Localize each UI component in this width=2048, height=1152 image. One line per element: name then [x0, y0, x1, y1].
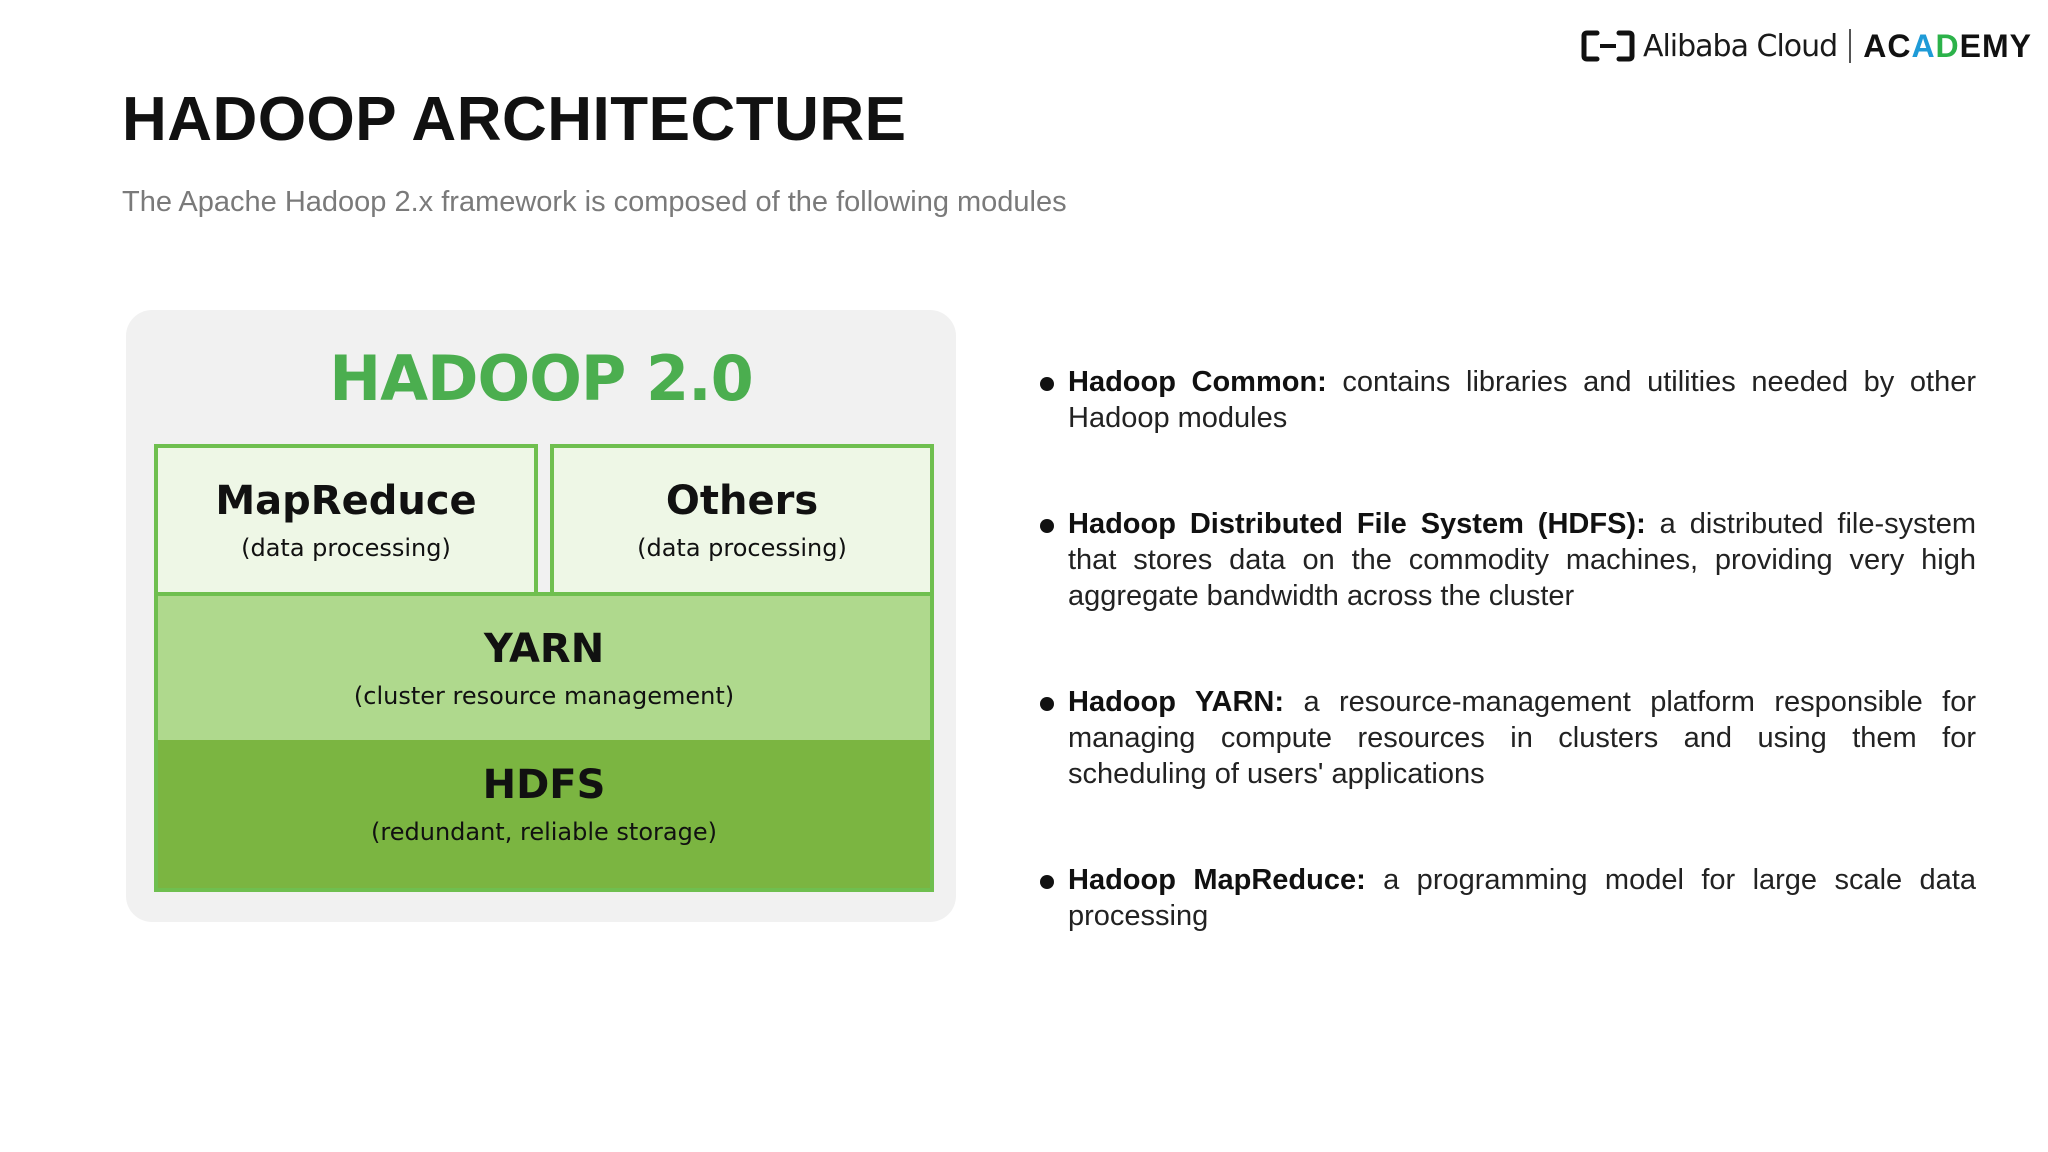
- alibaba-cloud-logo-icon: [1581, 30, 1635, 62]
- module-name: Hadoop Common:: [1068, 366, 1327, 398]
- module-description: contains libraries and utilities needed …: [1068, 366, 1976, 434]
- hdfs-layer-name: HDFS: [482, 762, 606, 808]
- module-description: a programming model for large scale data…: [1068, 864, 1976, 932]
- bullet-icon: [1040, 377, 1054, 391]
- yarn-layer: YARN (cluster resource management): [154, 592, 934, 744]
- mapreduce-layer-name: MapReduce: [215, 478, 477, 524]
- list-item: Hadoop MapReduce: a programming model fo…: [1040, 862, 1976, 934]
- alibaba-cloud-academy-logo: Alibaba Cloud ACADEMY: [1581, 26, 2032, 66]
- mapreduce-layer-desc: (data processing): [241, 534, 451, 562]
- module-name: Hadoop YARN:: [1068, 686, 1285, 718]
- module-name: Hadoop Distributed File System (HDFS):: [1068, 508, 1646, 540]
- others-layer: Others (data processing): [550, 444, 934, 596]
- others-layer-desc: (data processing): [637, 534, 847, 562]
- logo-academy-text: ACADEMY: [1863, 27, 2032, 64]
- yarn-layer-desc: (cluster resource management): [353, 682, 735, 710]
- logo-brand-text: Alibaba Cloud: [1642, 28, 1838, 64]
- yarn-layer-name: YARN: [483, 626, 605, 672]
- module-description: a distributed file-system that stores da…: [1068, 508, 1977, 612]
- bullet-icon: [1040, 519, 1054, 533]
- module-description: a resource-management platform responsib…: [1068, 686, 1976, 790]
- hadoop-architecture-diagram: HADOOP 2.0 MapReduce (data processing) O…: [126, 310, 956, 922]
- list-item: Hadoop Distributed File System (HDFS): a…: [1040, 506, 1976, 614]
- page-title: HADOOP ARCHITECTURE: [122, 85, 907, 154]
- others-layer-name: Others: [665, 478, 819, 524]
- list-item: Hadoop Common: contains libraries and ut…: [1040, 364, 1976, 436]
- hdfs-layer-desc: (redundant, reliable storage): [371, 818, 717, 846]
- page-subtitle: The Apache Hadoop 2.x framework is compo…: [122, 186, 1067, 218]
- bullet-icon: [1040, 697, 1054, 711]
- logo-divider: [1849, 29, 1852, 63]
- bullet-icon: [1040, 875, 1054, 889]
- list-item: Hadoop YARN: a resource-management platf…: [1040, 684, 1976, 792]
- diagram-title: HADOOP 2.0: [329, 342, 754, 415]
- hdfs-layer: HDFS (redundant, reliable storage): [154, 740, 934, 892]
- module-name: Hadoop MapReduce:: [1068, 864, 1366, 896]
- mapreduce-layer: MapReduce (data processing): [154, 444, 538, 596]
